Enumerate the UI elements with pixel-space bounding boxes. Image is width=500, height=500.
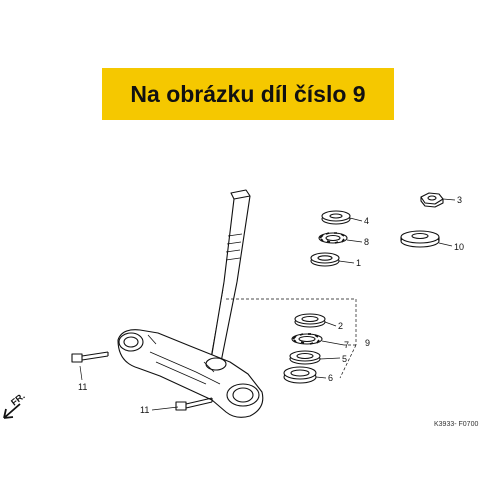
part-6-bearing-race (283, 366, 317, 384)
part-5-bearing-race (289, 350, 321, 365)
front-direction-arrow (3, 403, 21, 419)
part-10-stem-nut (400, 230, 440, 248)
part-8-steel-balls (318, 232, 348, 244)
part-1-bearing-race (310, 252, 340, 267)
part-4-bearing-race (321, 210, 351, 225)
figure-code: K3933- F0700 (434, 421, 478, 428)
callout-5: 5 (342, 354, 347, 364)
clamp-bolt-upper (71, 351, 109, 363)
callout-2: 2 (338, 321, 343, 331)
callout-7: 7 (344, 340, 349, 350)
callout-9: 9 (365, 338, 370, 348)
front-direction-label: FR. (9, 391, 27, 408)
part-3-lock-nut (420, 192, 444, 208)
callout-10: 10 (454, 242, 464, 252)
lower-triple-clamp (117, 329, 264, 418)
part-2-dust-seal (294, 313, 326, 328)
callout-1: 1 (356, 258, 361, 268)
callout-11-upper: 11 (78, 382, 87, 392)
steering-stem-shaft (209, 189, 251, 363)
callout-8: 8 (364, 237, 369, 247)
highlight-banner: Na obrázku díl číslo 9 (102, 68, 394, 120)
callout-4: 4 (364, 216, 369, 226)
clamp-bolt-lower (175, 397, 213, 411)
callout-3: 3 (457, 195, 462, 205)
callout-6: 6 (328, 373, 333, 383)
leader-lines (79, 198, 456, 411)
callout-11-lower: 11 (140, 405, 149, 415)
part-7-steel-balls (291, 333, 323, 345)
